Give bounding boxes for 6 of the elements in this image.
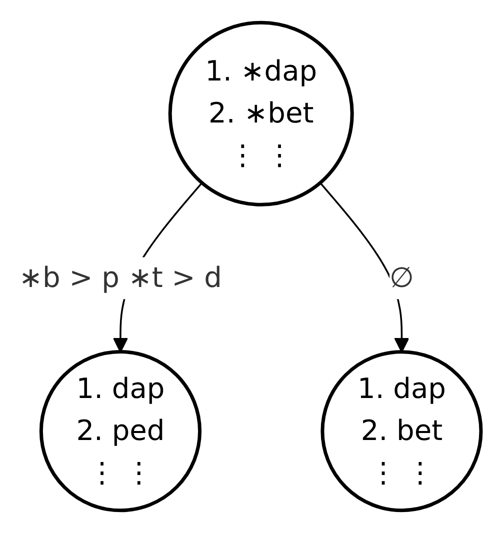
edge-label: ∗b > p ∗t > d bbox=[18, 260, 222, 294]
node-circle: 1. dap 2. ped ⋮ ⋮ bbox=[38, 350, 202, 512]
arrow bbox=[319, 182, 409, 353]
node-circle: 1. ∗dap 2. ∗bet ⋮ ⋮ bbox=[168, 20, 354, 206]
edge-label: ∅ bbox=[389, 260, 414, 294]
node-circle: 1. dap 2. bet ⋮ ⋮ bbox=[320, 350, 482, 512]
